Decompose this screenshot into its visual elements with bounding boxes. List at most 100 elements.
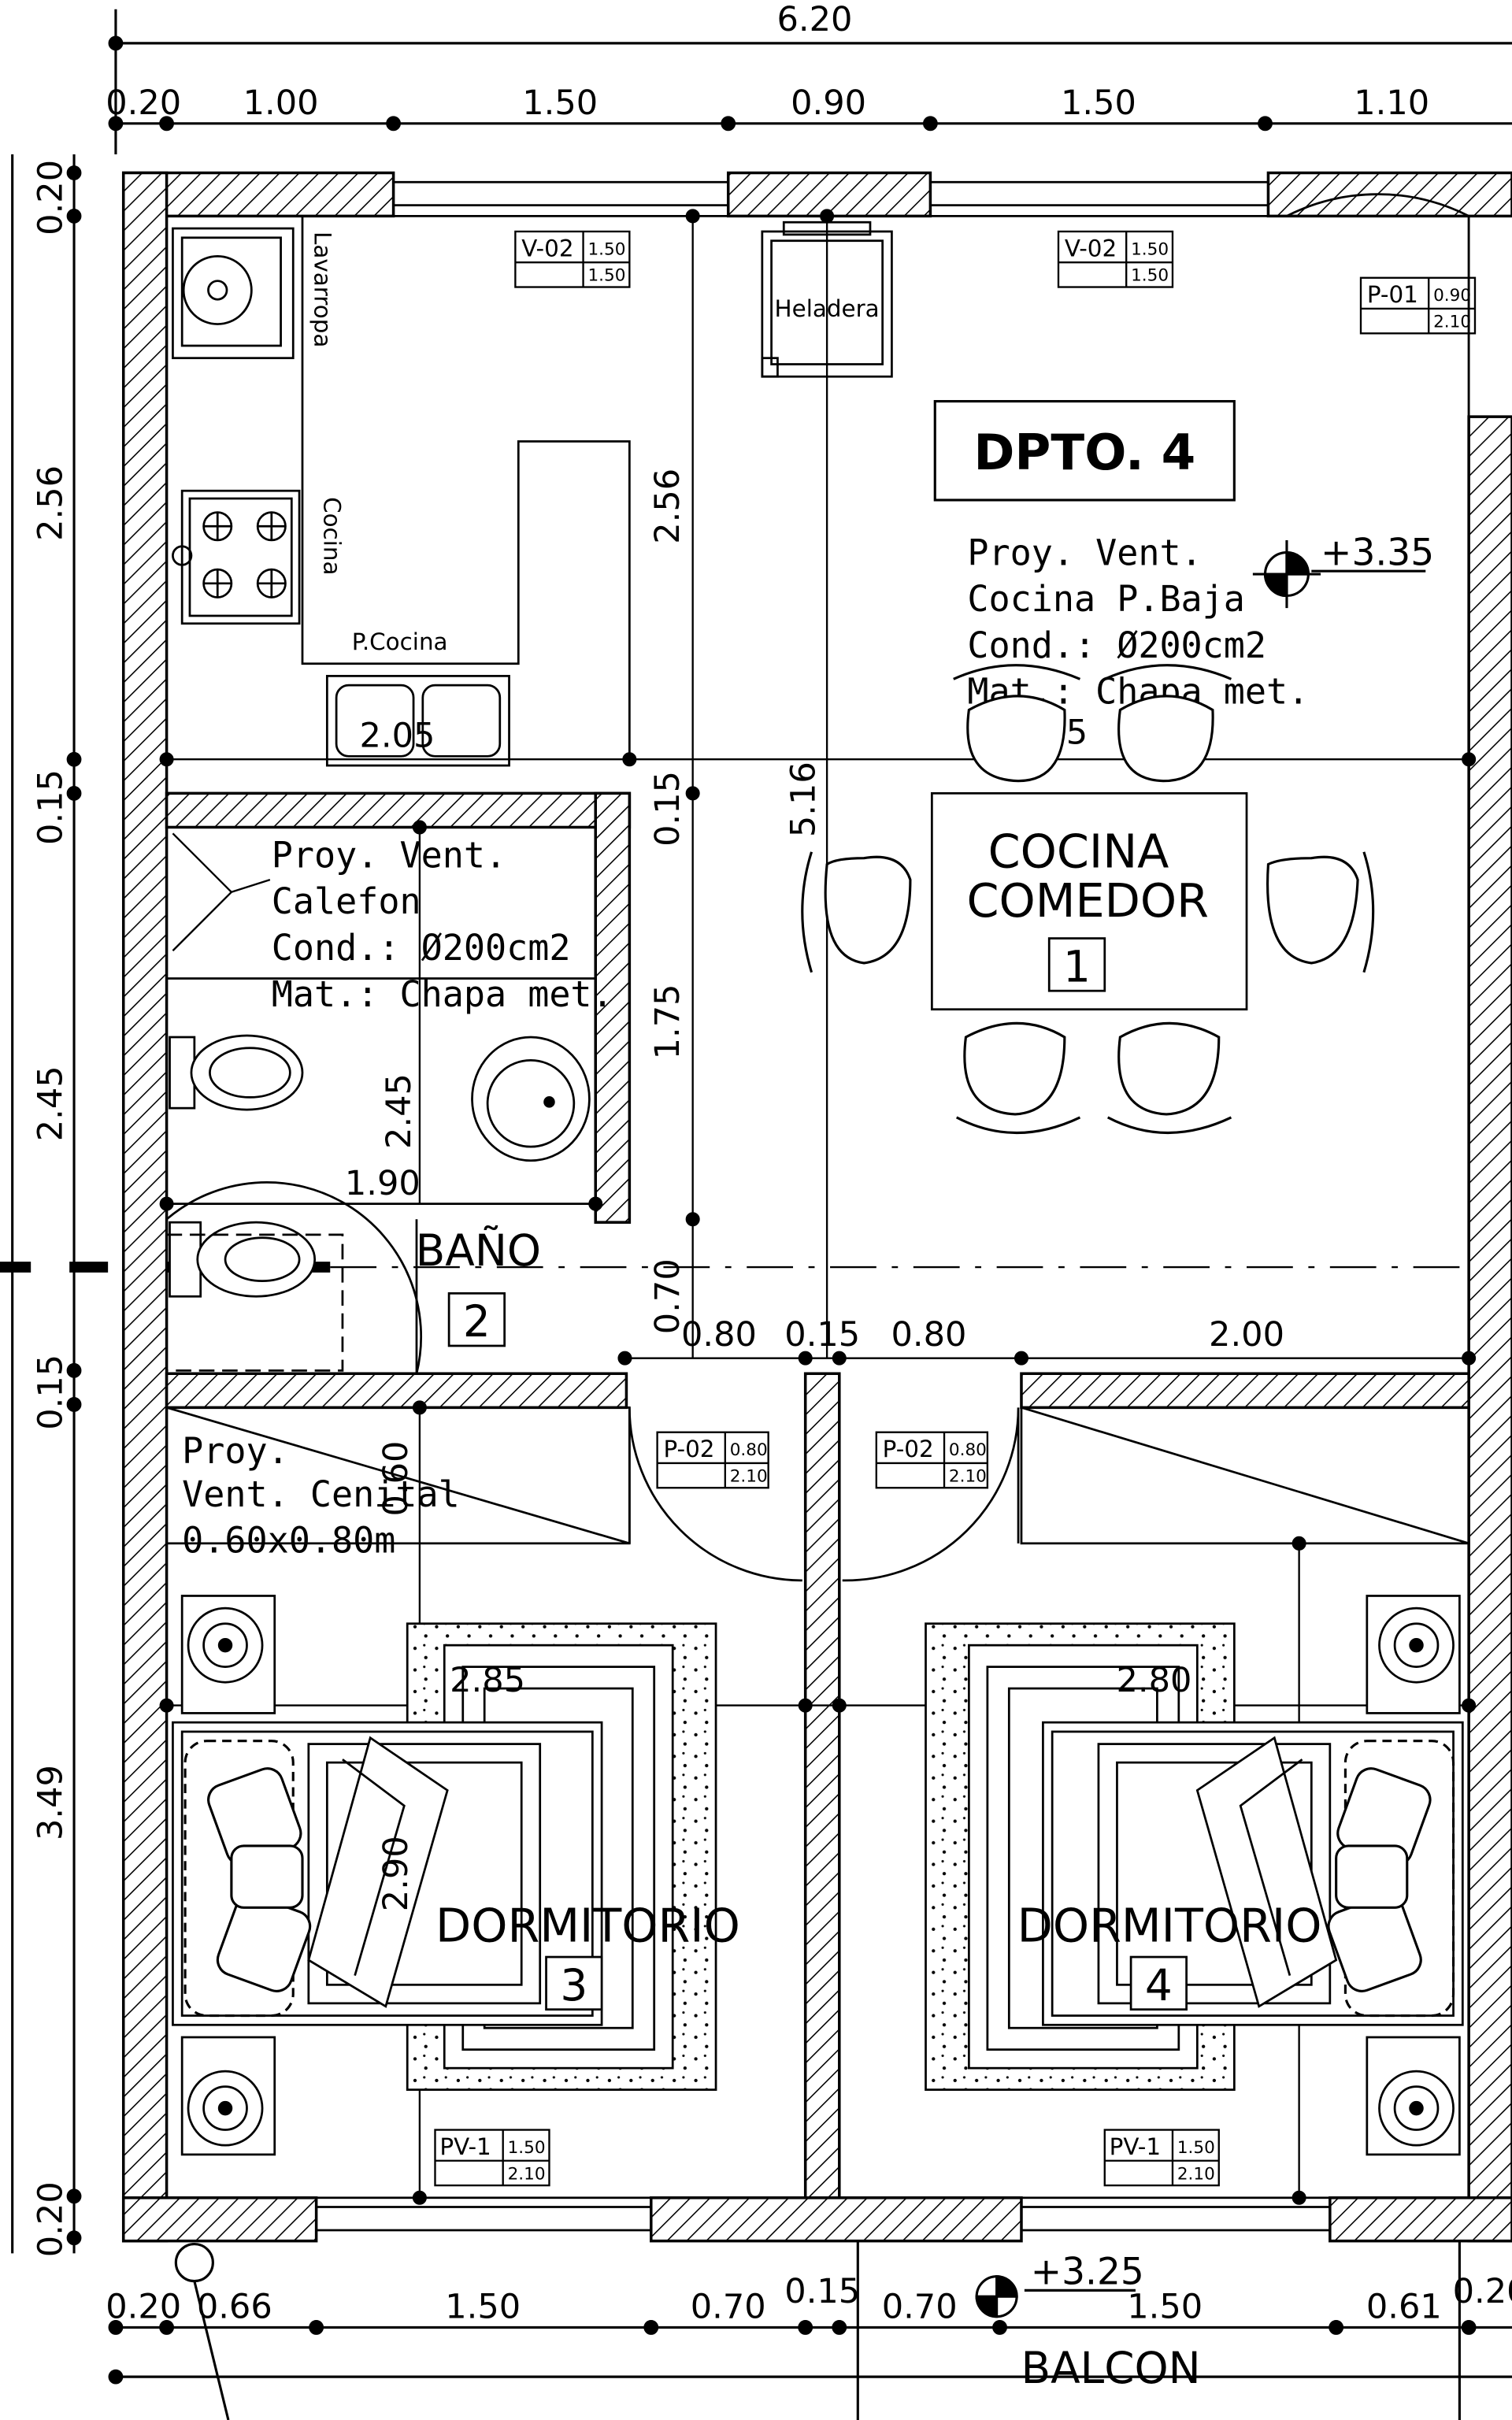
room-1-line2: COMEDOR [967, 873, 1209, 928]
svg-text:Proy. Vent.: Proy. Vent. [272, 834, 506, 876]
p-cocina-label: P.Cocina [352, 628, 448, 655]
door-gap-dim: 0.70 [648, 1258, 687, 1334]
shower-lines [172, 832, 271, 952]
pv1-left-code: PV-1 [439, 2133, 491, 2160]
opening-tag-p01 [1359, 276, 1477, 335]
skylight-note: Proy. Vent. Cenital 0.60x0.80m [182, 1430, 460, 1562]
svg-text:Mat.: Chapa met.: Mat.: Chapa met. [272, 973, 613, 1015]
windows [316, 180, 1330, 2232]
opening-tag-v02-left [514, 230, 631, 288]
pv1-left-b: 2.10 [508, 2164, 546, 2184]
left-dimensions [11, 154, 82, 2254]
total-width-label: 6.20 [776, 0, 852, 39]
pv1-right-b: 2.10 [1177, 2164, 1215, 2184]
room-1-line1: COCINA [988, 824, 1169, 878]
dining-table [930, 791, 1248, 1011]
top-dimensions [108, 9, 1512, 154]
p02-left-code: P-02 [663, 1436, 714, 1462]
room-3-name: DORMITORIO [435, 1898, 740, 1952]
bottom-dim-5: 0.15 [784, 2272, 860, 2311]
bath-height-dim: 2.45 [380, 1073, 419, 1149]
room-3-number-box [545, 1955, 603, 2011]
room-4-number-box [1129, 1955, 1188, 2011]
dining-chairs [801, 664, 1375, 1135]
left-dim-2: 2.56 [31, 465, 70, 541]
washing-machine-icon [172, 227, 295, 360]
corridor-height-dim: 1.75 [648, 984, 687, 1059]
room-4-number: 4 [1145, 1960, 1173, 2010]
bottom-dim-7: 1.50 [1127, 2288, 1203, 2327]
bottom-dim-1: 0.20 [106, 2288, 181, 2327]
p02-right-b: 2.10 [949, 1466, 987, 1486]
hall-dim-wall: 0.15 [784, 1315, 860, 1355]
room-1-number: 1 [1063, 941, 1091, 991]
opening-tag-p02-right [875, 1431, 989, 1489]
room-2-name: BAÑO [416, 1225, 541, 1276]
lavarropa-label: Lavarropa [309, 232, 336, 347]
svg-text:Calefon: Calefon [272, 880, 421, 922]
balcony-level-marker-icon [975, 2275, 1136, 2318]
bottom-dim-8: 0.61 [1366, 2288, 1442, 2327]
bath-width-dim: 1.90 [345, 1164, 421, 1203]
apartment-label: DPTO. 4 [973, 424, 1195, 481]
pv1-left-a: 1.50 [508, 2138, 546, 2158]
bottom-dimensions [108, 2240, 1512, 2420]
opening-tag-pv1-left [434, 2129, 550, 2187]
p02-left-b: 2.10 [730, 1466, 768, 1486]
cocina-fixture-label: Cocina [318, 497, 345, 575]
bidet-icon [169, 1034, 304, 1111]
p01-a: 0.90 [1433, 286, 1471, 306]
p01-code: P-01 [1367, 281, 1418, 308]
p02-right-code: P-02 [883, 1436, 934, 1462]
v02-left-b: 1.50 [587, 266, 625, 286]
left-dim-6: 3.49 [31, 1765, 70, 1840]
kitchen-vent-note: Proy. Vent. Cocina P.Baja Cond.: Ø200cm2… [967, 532, 1309, 712]
v02-left-a: 1.50 [587, 239, 625, 259]
top-dim-1: 0.20 [106, 83, 181, 123]
svg-text:Proy.: Proy. [182, 1430, 289, 1472]
washbasin-icon [471, 1036, 591, 1162]
nightstand-lamps [180, 1595, 1461, 2156]
hall-dim-b: 0.80 [891, 1315, 966, 1355]
pillows-left [183, 1740, 312, 2018]
p02-right-a: 0.80 [949, 1440, 987, 1460]
p01-b: 2.10 [1433, 312, 1471, 332]
pillows-right [1327, 1740, 1455, 2018]
bottom-dim-4: 0.70 [691, 2288, 766, 2327]
room-2-number: 2 [463, 1296, 491, 1347]
bed3-width-dim: 2.85 [450, 1661, 525, 1700]
top-dim-5: 1.50 [1061, 83, 1136, 123]
kitchen-height-dim: 2.56 [648, 469, 687, 544]
wall-dim: 0.15 [648, 771, 687, 847]
pv1-right-code: PV-1 [1110, 2133, 1161, 2160]
left-dim-5: 0.15 [31, 1355, 70, 1430]
svg-text:Vent. Cenital: Vent. Cenital [182, 1473, 460, 1515]
level-balcony: +3.25 [1031, 2251, 1144, 2294]
bottom-dim-9: 0.20 [1453, 2272, 1512, 2311]
svg-text:Cocina P.Baja: Cocina P.Baja [967, 578, 1245, 620]
top-dim-6: 1.10 [1354, 83, 1429, 123]
v02-right-a: 1.50 [1131, 239, 1169, 259]
svg-text:Cond.: Ø200cm2: Cond.: Ø200cm2 [967, 624, 1266, 666]
apartment-label-box [933, 399, 1236, 502]
bed-height-dim: 2.90 [376, 1836, 416, 1911]
calefon-vent-note: Proy. Vent. Calefon Cond.: Ø200cm2 Mat.:… [272, 834, 613, 1014]
bottom-dim-2: 0.66 [197, 2288, 272, 2327]
level-marker-icon [1252, 539, 1426, 609]
svg-text:Cond.: Ø200cm2: Cond.: Ø200cm2 [272, 927, 571, 969]
total-height-dim: 5.16 [784, 762, 823, 837]
room-4-name: DORMITORIO [1017, 1898, 1322, 1952]
balcony-label: BALCON [1021, 2343, 1200, 2393]
opening-tag-v02-right [1057, 230, 1174, 288]
left-dim-1: 0.20 [31, 160, 70, 235]
svg-text:0.60x0.80m: 0.60x0.80m [182, 1520, 395, 1562]
hall-dim-a: 0.80 [681, 1315, 757, 1355]
skylight-dim: 0.60 [376, 1441, 416, 1517]
v02-left-code: V-02 [521, 235, 573, 261]
room-2-number-box [447, 1292, 506, 1347]
left-dim-4: 2.45 [31, 1065, 70, 1141]
top-dim-3: 1.50 [522, 83, 598, 123]
bed4-width-dim: 2.80 [1117, 1661, 1192, 1700]
hall-dim-c: 2.00 [1209, 1315, 1284, 1355]
